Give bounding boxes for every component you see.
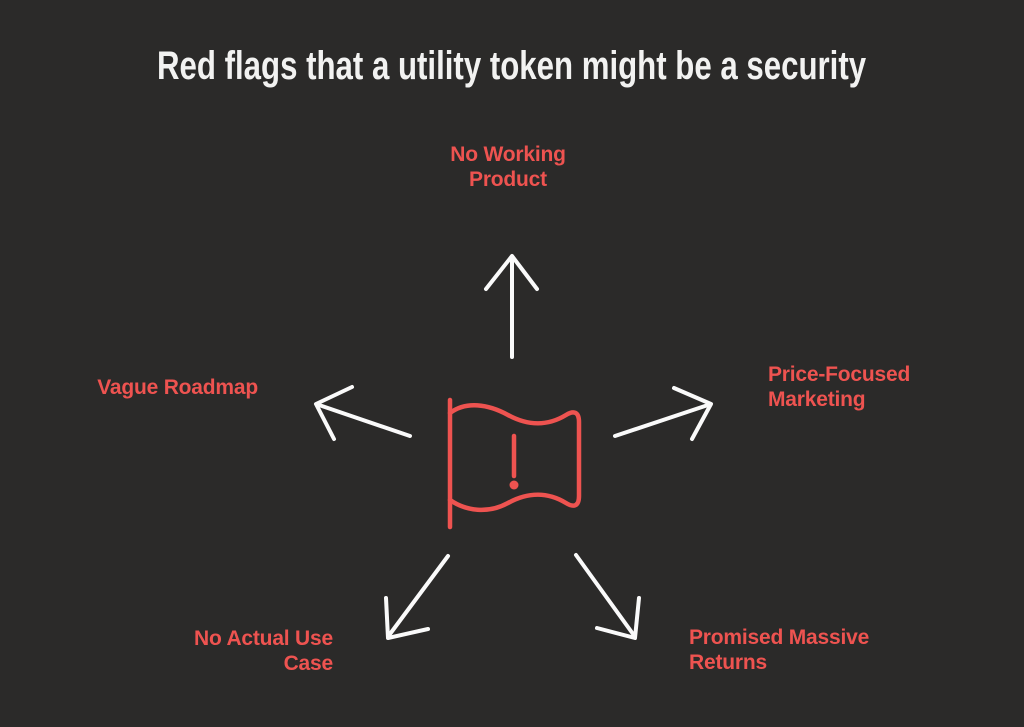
node-label-line: Promised Massive — [689, 626, 870, 649]
arrow-upper-left-icon — [314, 385, 412, 441]
arrow-lower-left-icon — [384, 554, 450, 640]
node-label-line: No Actual Use — [194, 627, 333, 650]
node-no-working-product: No Working Product — [450, 142, 566, 192]
node-price-focused-marketing: Price-Focused Marketing — [768, 362, 910, 412]
node-label-line: No Working — [450, 143, 566, 166]
red-flag-warning-icon — [447, 397, 582, 530]
node-label-line: Marketing — [768, 388, 866, 411]
arrow-lower-right-icon — [574, 553, 641, 640]
node-no-actual-use-case: No Actual Use Case — [194, 626, 333, 676]
node-promised-massive-returns: Promised Massive Returns — [689, 625, 869, 675]
node-label-line: Vague Roadmap — [97, 376, 258, 399]
page-title: Red flags that a utility token might be … — [0, 42, 1024, 90]
node-label-line: Price-Focused — [768, 363, 911, 386]
node-label-line: Returns — [689, 651, 767, 674]
flag-body — [447, 403, 582, 513]
node-label-line: Product — [469, 168, 547, 191]
flag-exclamation-dot — [509, 480, 519, 490]
page-title-text: Red flags that a utility token might be … — [157, 44, 867, 88]
node-label-line: Case — [283, 652, 334, 675]
arrow-up-icon — [484, 254, 539, 359]
node-vague-roadmap: Vague Roadmap — [97, 375, 258, 400]
arrow-upper-right-icon — [613, 386, 713, 441]
